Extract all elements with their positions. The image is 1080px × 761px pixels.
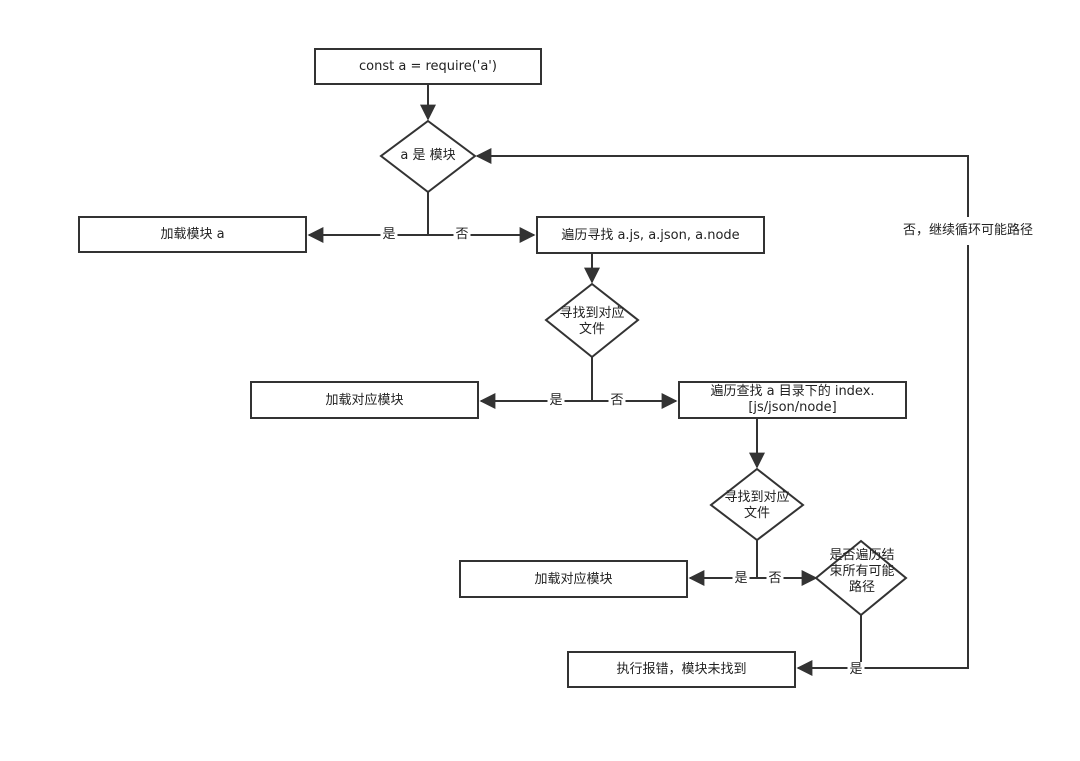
edge-label-no-3: 否: [766, 571, 784, 587]
decision-all-paths-shape: [814, 539, 908, 617]
edge-label-no-1: 否: [453, 227, 471, 243]
error-node: 执行报错，模块未找到: [567, 651, 796, 688]
decision-all-paths-label: 是否遍历结 束所有可能 路径: [829, 548, 895, 595]
load-file-2-label: 加载对应模块: [534, 571, 613, 587]
edge-label-yes-1: 是: [380, 227, 398, 243]
error-label: 执行报错，模块未找到: [616, 662, 747, 677]
traverse-files-label: 遍历寻找 a.js, a.json, a.node: [561, 227, 740, 243]
decision-found-file-2-shape: [709, 467, 805, 542]
edge-label-yes-4: 是: [847, 662, 865, 678]
traverse-files-node: 遍历寻找 a.js, a.json, a.node: [536, 216, 765, 254]
decision-found-file-2-label: 寻找到对应 文件: [724, 490, 790, 521]
load-module-a-node: 加载模块 a: [78, 216, 307, 253]
edge-label-yes-2: 是: [547, 393, 565, 409]
decision-is-module-label: a 是 模块: [400, 148, 456, 163]
edge-decision4-yes: [796, 615, 862, 676]
edge-label-yes-3: 是: [732, 571, 750, 587]
load-file-2-node: 加载对应模块: [459, 560, 688, 598]
load-file-1-label: 加载对应模块: [325, 392, 404, 408]
start-node-label: const a = require('a'): [359, 59, 497, 74]
traverse-index-label: 遍历查找 a 目录下的 index. [js/json/node]: [710, 384, 875, 415]
start-node: const a = require('a'): [314, 48, 542, 85]
load-module-a-label: 加载模块 a: [160, 227, 225, 242]
decision-found-file-1-shape: [544, 282, 640, 359]
load-file-1-node: 加载对应模块: [250, 381, 479, 419]
decision-is-module-shape: [379, 119, 477, 194]
decision-found-file-1-label: 寻找到对应 文件: [559, 306, 625, 337]
edge-loop-back: [475, 148, 969, 669]
edge-label-no-2: 否: [608, 393, 626, 409]
traverse-index-node: 遍历查找 a 目录下的 index. [js/json/node]: [678, 381, 907, 419]
edge-label-loop-back: 否，继续循环可能路径: [900, 217, 1036, 245]
